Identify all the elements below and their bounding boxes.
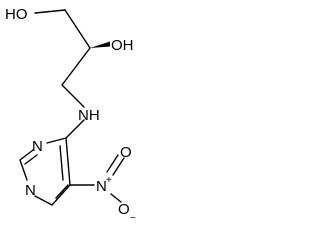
bond-nitro-n-o-top-double (106, 154, 119, 173)
bond-c5-c4 (65, 137, 71, 186)
bond-c5-c4-double (59, 145, 64, 181)
atom-label-ho: HO (5, 6, 28, 23)
atom-label-nitro-n: N (96, 178, 107, 195)
bond-ch2-chiral-c (64, 9, 91, 49)
bond-nh-c4 (65, 119, 85, 139)
bond-n3-c2 (19, 149, 34, 161)
wedge-bond-chiral-c-oh (90, 41, 110, 48)
bond-nitro-n-o-top (112, 157, 125, 176)
bond-c4-n3 (46, 137, 67, 144)
bond-chiral-c-ch2 (61, 47, 91, 86)
bond-c6-c5-double (55, 184, 69, 199)
bond-ch2-nh (61, 84, 85, 108)
atom-label-nh: NH (78, 107, 100, 124)
bond-n3-c2-double (24, 154, 38, 165)
atom-label-oh: OH (111, 37, 134, 54)
atom-label-ring-n-lower: N (25, 182, 36, 199)
bond-c2-n1 (19, 159, 28, 181)
atom-label-nitro-o-bottom: O (118, 201, 130, 218)
atom-label-ring-n-upper: N (32, 138, 43, 155)
bond-nitro-n-o-bottom (110, 193, 122, 203)
charge-plus: + (106, 175, 112, 186)
bond-ho-ch2 (34, 9, 66, 14)
atom-label-nitro-o-top: O (120, 144, 132, 161)
bond-c6-c5 (51, 184, 71, 206)
charge-minus: − (130, 213, 136, 224)
chemical-structure: HO OH NH N N N + O O − (5, 6, 136, 224)
bond-n1-c6 (34, 195, 53, 206)
